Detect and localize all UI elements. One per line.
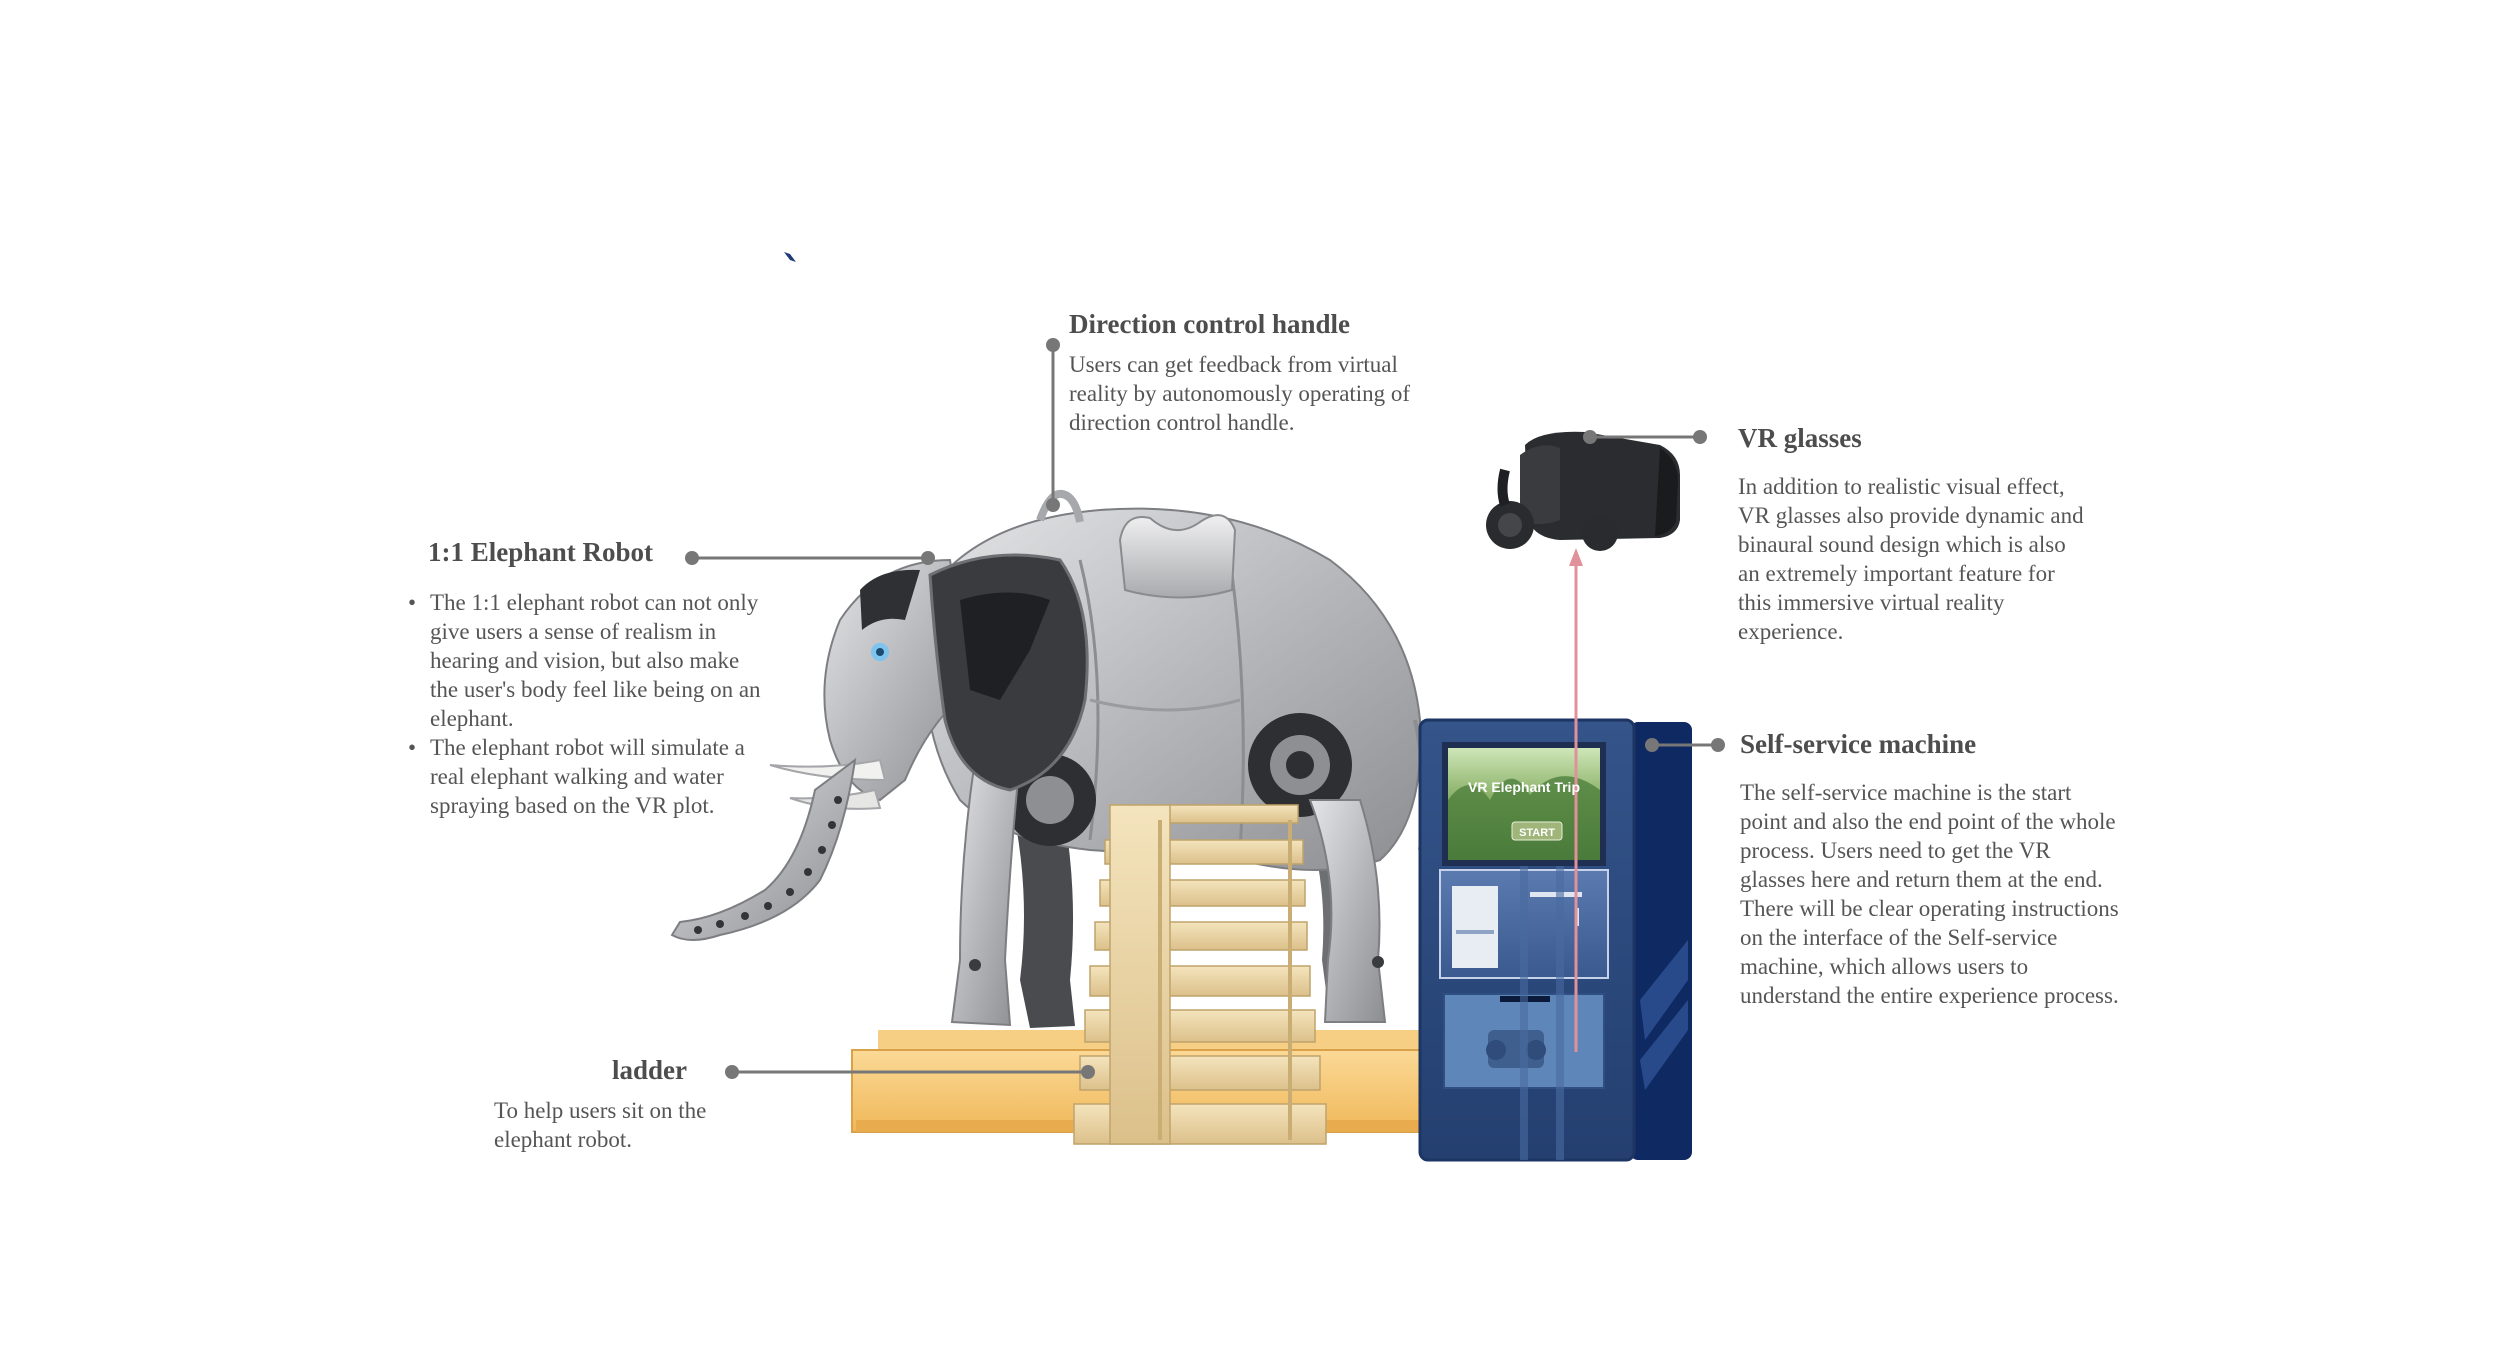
ladder-title: ladder [612,1055,688,1085]
machine-label: Self-service machine The self-service ma… [1740,728,2120,1010]
robot-label: 1:1 Elephant Robot The 1:1 elephant robo… [408,536,763,820]
elephant-robot [670,489,1426,1028]
leader-lines [685,338,1725,1079]
ladder-label: ladder To help users sit on the elephant… [494,1054,734,1154]
vr-glasses-illustration [1486,431,1680,551]
ladder-rails [1158,820,1292,1140]
machine-title: Self-service machine [1740,729,1977,759]
robot-bullet: The 1:1 elephant robot can not only give… [408,588,763,733]
robot-bullets: The 1:1 elephant robot can not only give… [408,588,763,820]
ladder-steps [1073,804,1327,1145]
stray-mark [784,252,796,262]
screen-start-button: START [1519,827,1555,839]
vr-title: VR glasses [1738,423,1862,453]
flow-arrow [1569,548,1583,1052]
vr-description: In addition to realistic visual effect, … [1738,474,2084,645]
handle-description: Users can get feedback from virtual real… [1069,352,1411,436]
vr-label: VR glasses In addition to realistic visu… [1738,422,2098,646]
ladder-description: To help users sit on the elephant robot. [494,1098,707,1153]
robot-title: 1:1 Elephant Robot [428,537,654,567]
robot-bullet: The elephant robot will simulate a real … [408,733,763,820]
handle-label: Direction control handle Users can get f… [1069,308,1449,437]
screen-title: VR Elephant Trip [1468,779,1580,795]
machine-description: The self-service machine is the start po… [1740,780,2119,1009]
handle-title: Direction control handle [1069,309,1350,339]
